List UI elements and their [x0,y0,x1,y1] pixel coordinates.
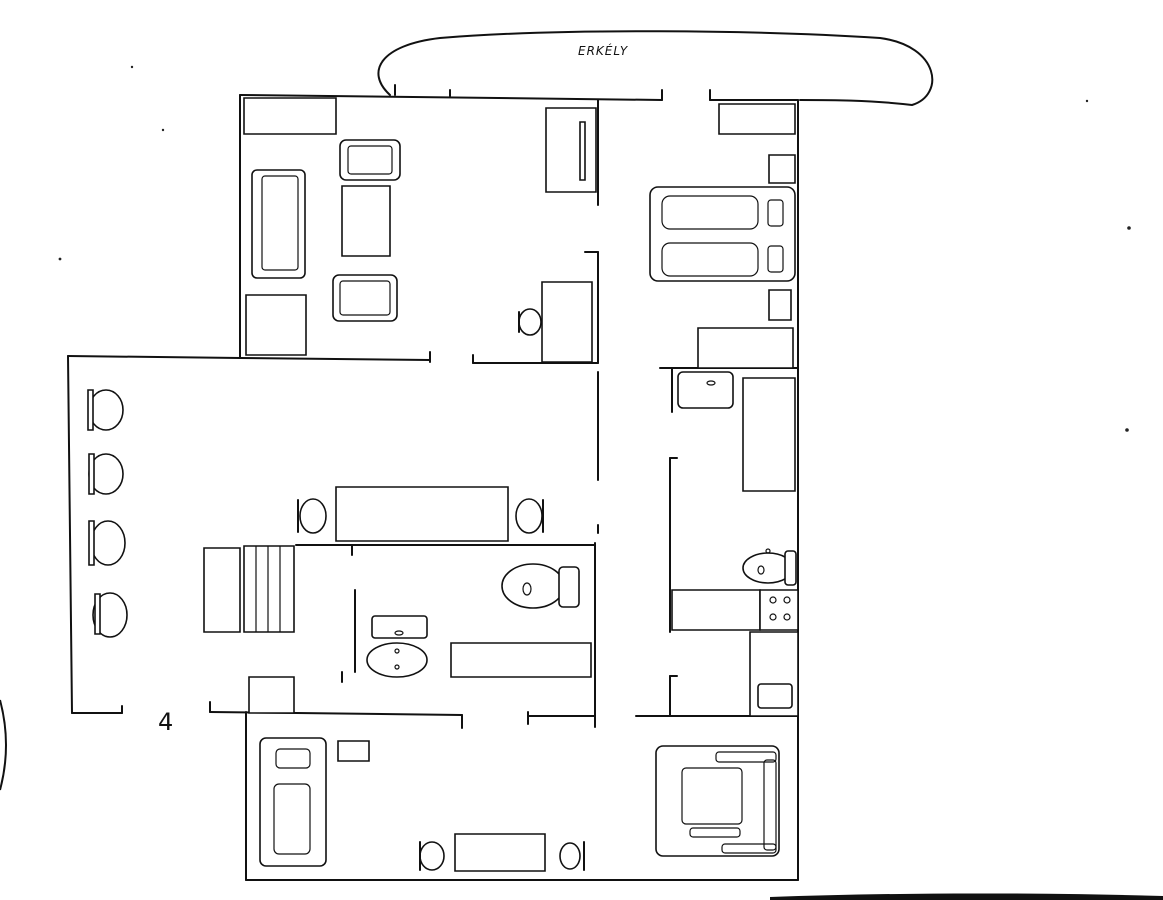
single-bed [260,738,326,866]
stairs [244,546,294,632]
dresser [719,104,795,134]
bath-cabinet [451,643,591,677]
toilet [502,564,564,608]
bedroom-top-right [650,104,795,368]
bedroom-chair-right [560,843,580,869]
bedroom-chair-left [420,842,444,870]
bedroom-bottom [260,738,779,871]
wardrobe [546,108,596,192]
toilet-tank [559,567,579,607]
fridge-tray [758,684,792,708]
chest [698,328,793,368]
dining-chair-left [300,499,326,533]
entrance-mark: 4 [158,708,173,736]
dining-area: 4 [88,390,543,736]
kitchen-counter [743,378,795,491]
bar-stool-4 [93,593,127,637]
balcony: ERKÉLY [378,31,932,105]
living-room [244,98,596,362]
bedside-box [338,741,369,761]
worktop [672,590,760,630]
armchair-top [340,140,400,180]
armchair-bottom [333,275,397,321]
sideboard [244,98,336,134]
scan-marks [0,65,1163,900]
vanity [372,616,427,638]
double-bed [650,187,795,281]
small-tank [785,551,796,585]
dining-table [336,487,508,541]
wardrobe-door [580,122,585,180]
kitchen [672,372,798,716]
bar-stool-1 [89,390,123,430]
sofa [252,170,305,278]
dining-chair-right [516,499,542,533]
stove [760,590,798,630]
desk-chair [519,309,541,335]
nightstand-bottom [769,290,791,320]
stair-landing [204,548,240,632]
wash-basin [367,643,427,677]
corner-sofa [656,746,779,856]
bedroom-desk [455,834,545,871]
kitchen-sink [678,372,733,408]
side-table [246,295,306,355]
balcony-label: ERKÉLY [578,43,629,58]
bathroom [367,564,591,677]
nightstand-top [769,155,795,183]
coffee-table [342,186,390,256]
shoe-cabinet [249,677,294,713]
desk [542,282,592,362]
bar-stool-3 [91,521,125,565]
